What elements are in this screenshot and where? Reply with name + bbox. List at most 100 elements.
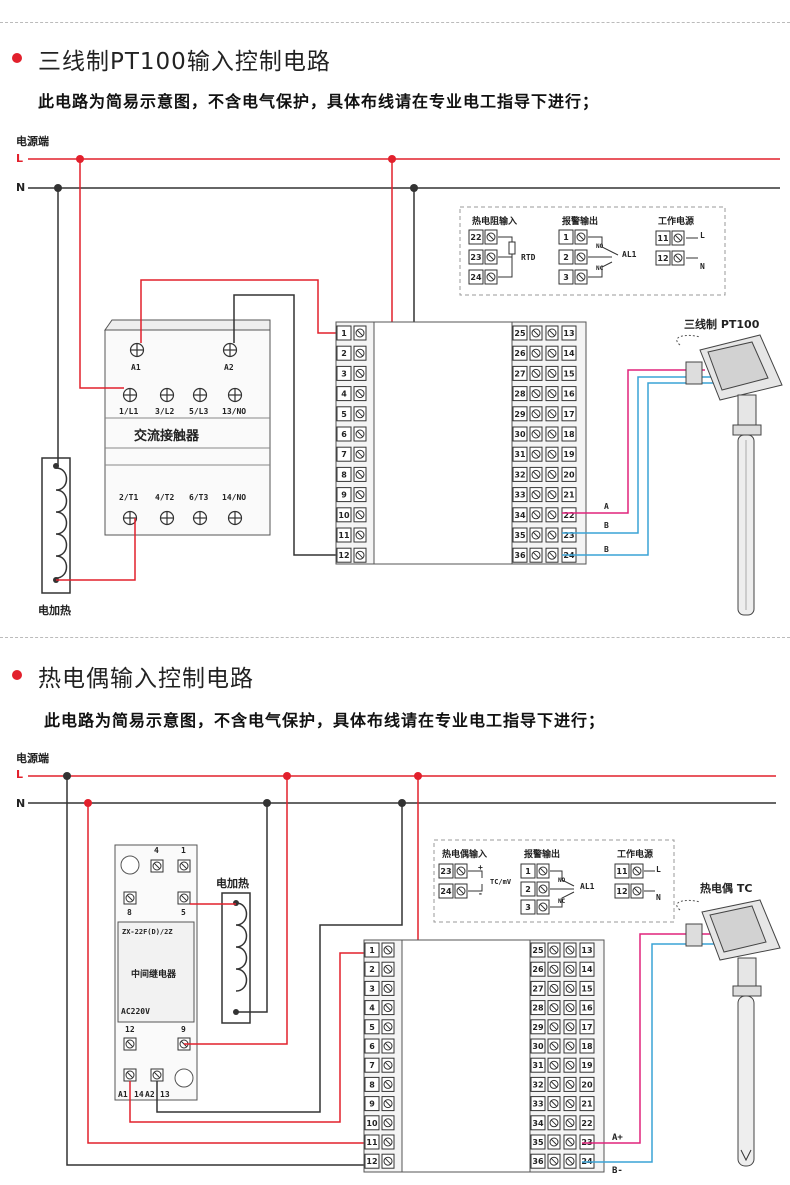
svg-text:2: 2 xyxy=(563,253,569,262)
svg-text:10: 10 xyxy=(338,511,350,520)
svg-text:3: 3 xyxy=(563,273,569,282)
contactor-name: 交流接触器 xyxy=(134,429,200,444)
right-terminal-screw-31 xyxy=(547,1057,561,1073)
right-terminal-screw-36 xyxy=(547,1153,561,1169)
legend2-power-title: 工作电源 xyxy=(617,850,654,860)
legend1-alarm-screw-1 xyxy=(574,229,588,245)
legend1-power-11: 11 xyxy=(655,230,671,246)
svg-text:1: 1 xyxy=(369,946,375,955)
right-terminal-21: 21 xyxy=(579,1096,595,1112)
right-terminal-screw-17 xyxy=(545,406,559,422)
right-terminal-32: 32 xyxy=(530,1076,546,1092)
svg-text:24: 24 xyxy=(470,273,482,282)
svg-text:34: 34 xyxy=(532,1119,544,1128)
right-terminal-27: 27 xyxy=(530,980,546,996)
right-terminal-18: 18 xyxy=(561,426,577,442)
left-terminal-2: 2 xyxy=(364,961,380,977)
svg-text:11: 11 xyxy=(657,234,669,243)
left-terminal-2: 2 xyxy=(336,345,352,361)
legend1-alarm-screw-3 xyxy=(574,269,588,285)
left-terminal-6: 6 xyxy=(364,1038,380,1054)
svg-text:33: 33 xyxy=(514,491,525,500)
relay-name: 中间继电器 xyxy=(131,970,177,980)
section1-power-label: 电源端 xyxy=(16,135,49,148)
right-terminal-21: 21 xyxy=(561,487,577,503)
right-terminal-screw-25 xyxy=(529,325,543,341)
right-terminal-screw-34 xyxy=(529,507,543,523)
left-terminal-screw-5 xyxy=(353,406,367,422)
right-terminal-35: 35 xyxy=(530,1134,546,1150)
svg-text:13: 13 xyxy=(581,946,592,955)
right-terminal-screw-31 xyxy=(529,446,543,462)
left-terminal-12: 12 xyxy=(364,1153,380,1169)
svg-text:22: 22 xyxy=(581,1119,592,1128)
svg-text:26: 26 xyxy=(514,349,526,358)
svg-text:3: 3 xyxy=(525,903,531,912)
svg-text:23: 23 xyxy=(563,531,574,540)
right-terminal-screw-23 xyxy=(563,1134,577,1150)
right-terminal-20: 20 xyxy=(579,1076,595,1092)
svg-text:2: 2 xyxy=(369,965,375,974)
legend1-alarm-title: 报警输出 xyxy=(562,217,599,227)
right-terminal-screw-22 xyxy=(563,1115,577,1131)
svg-text:35: 35 xyxy=(532,1138,544,1147)
svg-text:7: 7 xyxy=(341,450,347,459)
svg-text:1: 1 xyxy=(563,233,569,242)
legend1-rtd-title: 热电阻输入 xyxy=(472,217,518,227)
right-terminal-27: 27 xyxy=(512,365,528,381)
section2-title: 热电偶输入控制电路 xyxy=(38,666,254,692)
legend1-rtd-screw-23 xyxy=(484,249,498,265)
left-terminal-3: 3 xyxy=(364,980,380,996)
left-terminal-screw-2 xyxy=(381,961,395,977)
svg-text:31: 31 xyxy=(514,450,526,459)
left-terminal-screw-1 xyxy=(381,942,395,958)
svg-text:33: 33 xyxy=(532,1100,543,1109)
svg-text:12: 12 xyxy=(338,551,349,560)
svg-text:14: 14 xyxy=(581,965,593,974)
relay-model: ZX-22F(D)/2Z xyxy=(122,928,173,936)
right-terminal-28: 28 xyxy=(530,1000,546,1016)
svg-text:9: 9 xyxy=(341,491,347,500)
svg-text:25: 25 xyxy=(532,946,544,955)
left-terminal-10: 10 xyxy=(336,507,352,523)
middle-divider xyxy=(0,637,790,638)
left-terminal-screw-12 xyxy=(353,547,367,563)
right-terminal-screw-28 xyxy=(529,386,543,402)
legend2-alarm-screw-3 xyxy=(536,899,550,915)
left-terminal-6: 6 xyxy=(336,426,352,442)
svg-text:26: 26 xyxy=(532,965,544,974)
contactor-a2-label: A2 xyxy=(224,363,234,372)
right-terminal-24: 24 xyxy=(579,1153,595,1169)
left-terminal-12: 12 xyxy=(336,547,352,563)
contactor-l1-label: 1/L1 xyxy=(119,407,139,416)
right-terminal-36: 36 xyxy=(512,547,528,563)
right-terminal-19: 19 xyxy=(579,1057,595,1073)
contactor-t1-label: 2/T1 xyxy=(119,493,139,502)
legend1-rtd-23: 23 xyxy=(468,249,484,265)
svg-text:12: 12 xyxy=(366,1157,377,1166)
svg-text:23: 23 xyxy=(440,867,451,876)
legend2-power-12: 12 xyxy=(614,883,630,899)
legend1-power-12: 12 xyxy=(655,250,671,266)
right-terminal-screw-18 xyxy=(563,1038,577,1054)
right-terminal-screw-32 xyxy=(547,1076,561,1092)
right-terminal-23: 23 xyxy=(561,527,577,543)
right-terminal-34: 34 xyxy=(530,1115,546,1131)
legend2-power-screw-12 xyxy=(630,883,644,899)
left-terminal-screw-7 xyxy=(381,1057,395,1073)
right-terminal-18: 18 xyxy=(579,1038,595,1054)
left-terminal-9: 9 xyxy=(336,487,352,503)
svg-text:19: 19 xyxy=(581,1061,593,1070)
left-terminal-11: 11 xyxy=(336,527,352,543)
svg-text:7: 7 xyxy=(369,1061,375,1070)
wire-label-bminus: B- xyxy=(612,1166,623,1176)
svg-text:13: 13 xyxy=(563,329,574,338)
heater1-label: 电加热 xyxy=(38,604,71,617)
legend1-L: L xyxy=(700,231,705,240)
legend2-N: N xyxy=(656,893,661,902)
right-terminal-screw-30 xyxy=(529,426,543,442)
right-terminal-screw-16 xyxy=(545,386,559,402)
right-terminal-15: 15 xyxy=(561,365,577,381)
right-terminal-19: 19 xyxy=(561,446,577,462)
legend2-tc-text: TC/mV xyxy=(490,878,512,886)
